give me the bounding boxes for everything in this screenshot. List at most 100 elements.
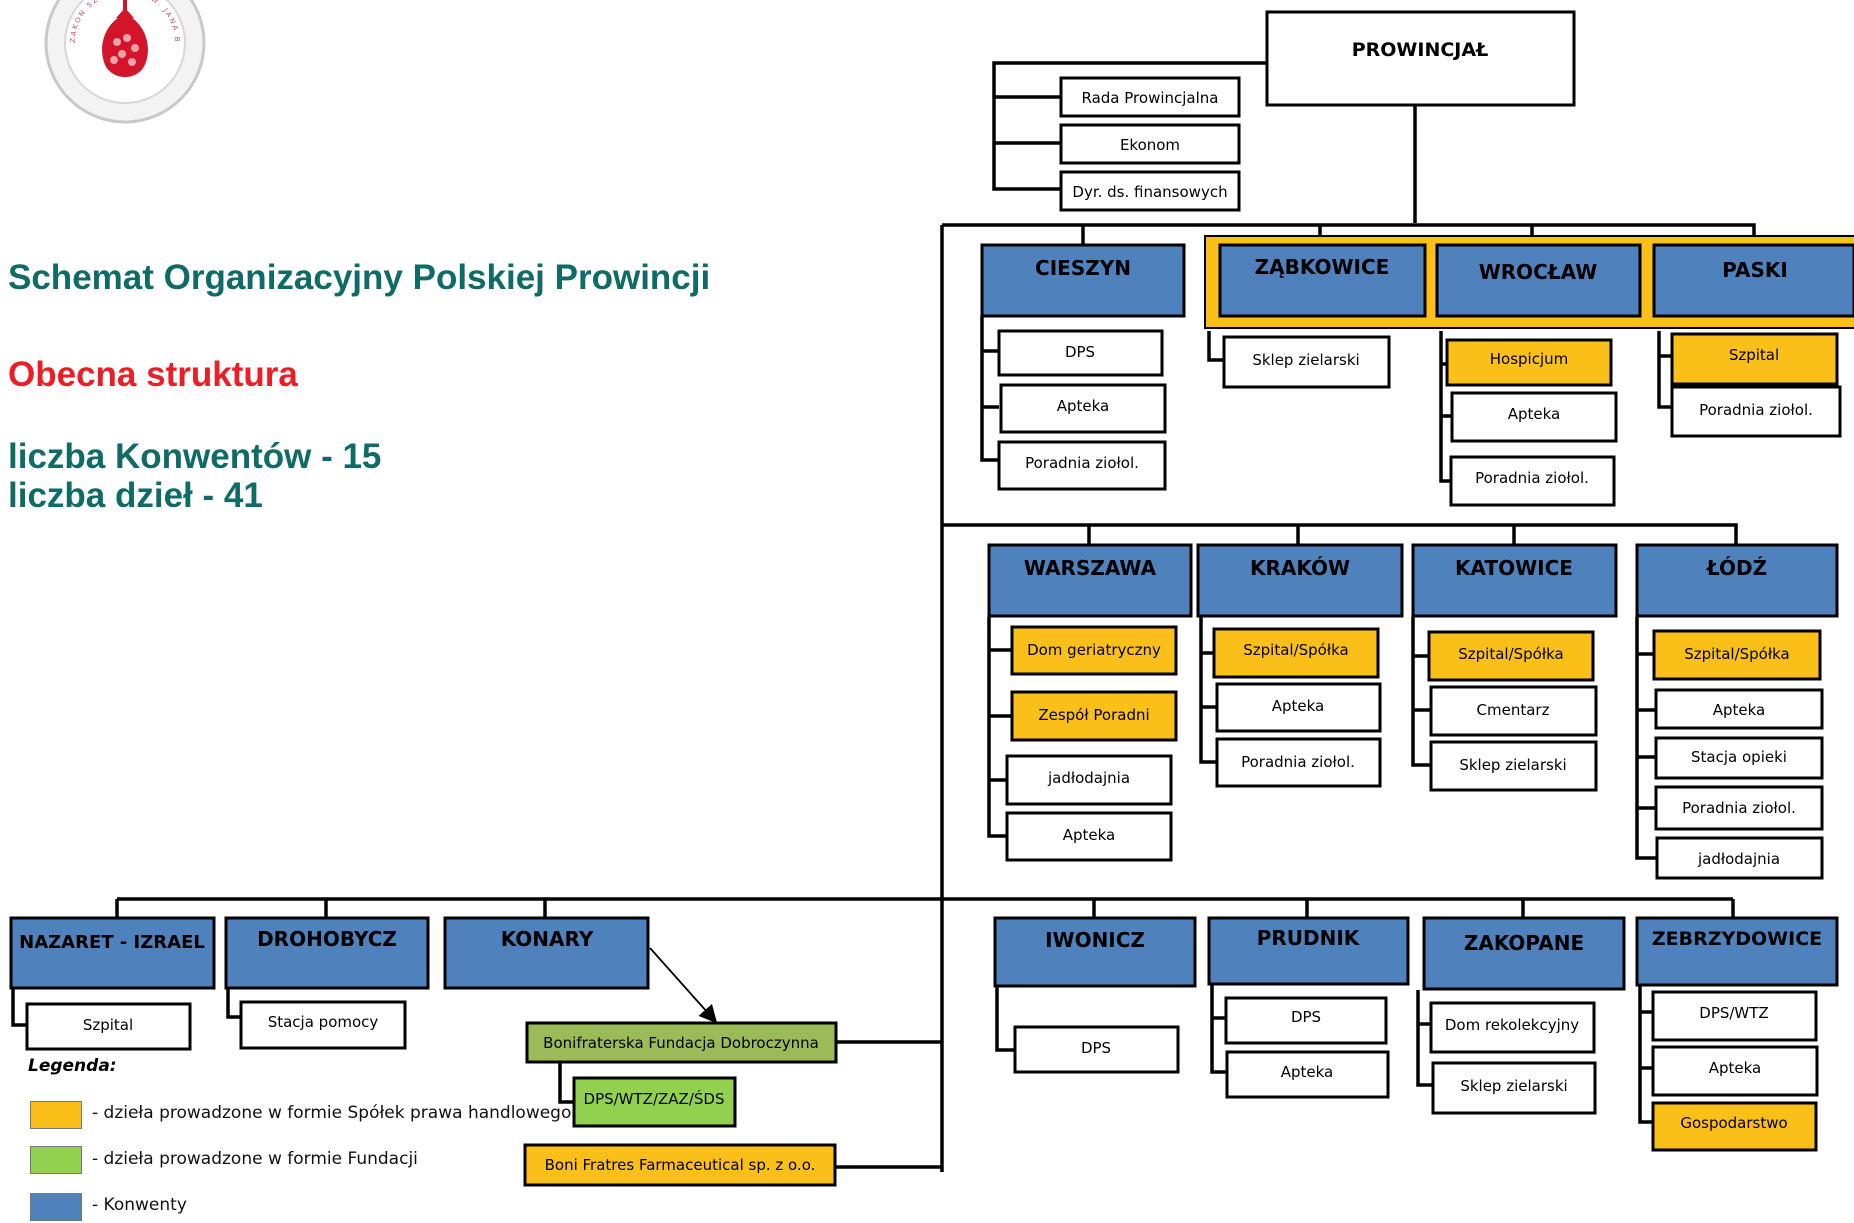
work-iwonicz-dps: DPS <box>1013 1025 1180 1074</box>
staff-rada: Rada Prowincjalna <box>1059 76 1241 118</box>
paski-label: PASKI <box>1722 258 1788 282</box>
work-zebrzydowice-gospodarstwo: Gospodarstwo <box>1651 1101 1818 1152</box>
legend-swatch-fundacja <box>30 1146 82 1174</box>
fundacja-work-label: DPS/WTZ/ZAZ/ŚDS <box>584 1089 725 1108</box>
cieszyn-label: CIESZYN <box>1035 256 1131 280</box>
boni-fratres-label: Boni Fratres Farmaceutical sp. z o.o. <box>545 1156 816 1174</box>
konwent-drohobycz: DROHOBYCZ <box>224 916 430 990</box>
work-warszawa-zespol: Zespół Poradni <box>1010 690 1178 742</box>
work-label: Sklep zielarski <box>1460 1077 1567 1095</box>
legend-text-spolka: - dzieła prowadzone w formie Spółek praw… <box>92 1103 572 1123</box>
wroclaw-label: WROCŁAW <box>1479 260 1598 284</box>
legend-swatch-spolka <box>30 1101 82 1129</box>
work-krakow-szpital: Szpital/Spółka <box>1212 627 1380 679</box>
work-label: Poradnia ziołol. <box>1241 753 1355 771</box>
zebrzydowice-label: ZEBRZYDOWICE <box>1652 928 1822 950</box>
staff-dyrektor-label: Dyr. ds. finansowych <box>1072 183 1227 201</box>
work-label: Szpital/Spółka <box>1458 645 1563 663</box>
work-label: DPS <box>1065 343 1095 361</box>
work-label: Szpital/Spółka <box>1243 641 1348 659</box>
work-zabkowice-sklep: Sklep zielarski <box>1222 335 1391 389</box>
work-cieszyn-poradnia: Poradnia ziołol. <box>997 440 1167 491</box>
order-logo: ZAKON SZPITALNY ŚW. JANA BOŻEGO <box>44 0 206 124</box>
work-drohobycz-stacja: Stacja pomocy <box>239 1000 407 1050</box>
zakopane-label: ZAKOPANE <box>1464 931 1584 955</box>
konwent-iwonicz: IWONICZ <box>993 916 1197 988</box>
konary-label: KONARY <box>501 927 594 951</box>
legend-title: Legenda: <box>28 1056 117 1076</box>
work-warszawa-jadlodajnia: jadłodajnia <box>1005 754 1173 806</box>
pomegranate-icon <box>102 8 148 77</box>
work-label: DPS/WTZ <box>1699 1004 1768 1022</box>
fundacja-label: Bonifraterska Fundacja Dobroczynna <box>543 1034 819 1052</box>
nazaret-label: NAZARET - IZRAEL <box>19 932 205 953</box>
work-label: DPS <box>1081 1039 1111 1057</box>
work-label: DPS <box>1291 1008 1321 1026</box>
work-paski-poradnia: Poradnia ziołol. <box>1670 385 1842 438</box>
konwent-warszawa: WARSZAWA <box>987 543 1193 618</box>
work-katowice-szpital: Szpital/Spółka <box>1427 630 1595 682</box>
staff-ekonom: Ekonom <box>1059 123 1241 165</box>
work-wroclaw-poradnia: Poradnia ziołol. <box>1449 455 1616 507</box>
work-label: Dom geriatryczny <box>1027 641 1161 659</box>
work-label: Dom rekolekcyjny <box>1445 1016 1579 1034</box>
drohobycz-label: DROHOBYCZ <box>257 927 397 951</box>
konwent-wroclaw: WROCŁAW <box>1435 243 1642 318</box>
boni-fratres-box: Boni Fratres Farmaceutical sp. z o.o. <box>523 1143 837 1187</box>
work-label: Gospodarstwo <box>1680 1114 1787 1132</box>
work-zakopane-sklep: Sklep zielarski <box>1431 1061 1597 1115</box>
work-lodz-stacja: Stacja opieki <box>1654 736 1824 780</box>
konwent-prudnik: PRUDNIK <box>1207 916 1410 986</box>
work-label: Cmentarz <box>1477 701 1550 719</box>
konwent-zakopane: ZAKOPANE <box>1422 916 1626 991</box>
work-label: Sklep zielarski <box>1252 351 1359 369</box>
work-lodz-jadlodajnia: jadłodajnia <box>1655 836 1824 880</box>
konwent-cieszyn: CIESZYN <box>980 243 1186 318</box>
prudnik-label: PRUDNIK <box>1257 926 1361 950</box>
konwent-lodz: ŁÓDŹ <box>1635 543 1839 618</box>
fundacja-work-box: DPS/WTZ/ZAZ/ŚDS <box>572 1076 737 1128</box>
work-label: jadłodajnia <box>1697 850 1780 868</box>
work-label: Poradnia ziołol. <box>1025 454 1139 472</box>
konwent-zebrzydowice: ZEBRZYDOWICE <box>1635 916 1839 987</box>
work-label: Sklep zielarski <box>1459 756 1566 774</box>
work-label: Apteka <box>1057 397 1110 415</box>
work-label: Stacja pomocy <box>268 1013 379 1031</box>
work-label: Szpital <box>83 1016 133 1034</box>
work-label: Zespół Poradni <box>1038 706 1149 724</box>
work-wroclaw-hospicjum: Hospicjum <box>1445 338 1613 387</box>
work-katowice-sklep: Sklep zielarski <box>1429 740 1598 792</box>
konwent-katowice: KATOWICE <box>1411 543 1618 618</box>
work-lodz-szpital: Szpital/Spółka <box>1652 629 1822 681</box>
konary-fundacja-arrow <box>649 947 718 1024</box>
work-wroclaw-apteka: Apteka <box>1450 391 1618 443</box>
konwent-zabkowice: ZĄBKOWICE <box>1218 243 1427 318</box>
konwent-paski: PASKI <box>1652 243 1854 318</box>
work-katowice-cmentarz: Cmentarz <box>1429 685 1598 737</box>
warszawa-label: WARSZAWA <box>1024 556 1157 580</box>
work-zebrzydowice-dps: DPS/WTZ <box>1651 990 1818 1042</box>
konwent-krakow: KRAKÓW <box>1196 543 1404 618</box>
work-krakow-apteka: Apteka <box>1215 682 1382 733</box>
work-lodz-apteka: Apteka <box>1654 688 1824 730</box>
work-label: Poradnia ziołol. <box>1475 469 1589 487</box>
prowincjal-label: PROWINCJAŁ <box>1352 39 1489 61</box>
work-label: Poradnia ziołol. <box>1699 401 1813 419</box>
staff-ekonom-label: Ekonom <box>1120 136 1180 154</box>
work-label: Stacja opieki <box>1691 748 1787 766</box>
iwonicz-label: IWONICZ <box>1045 928 1145 952</box>
work-label: Apteka <box>1508 405 1561 423</box>
staff-dyrektor: Dyr. ds. finansowych <box>1059 170 1241 212</box>
work-label: Szpital/Spółka <box>1684 645 1789 663</box>
cross-icon <box>123 0 127 12</box>
page-subtitle: Obecna struktura <box>8 355 298 394</box>
legend-swatch-konwent <box>30 1193 82 1221</box>
page-title: Schemat Organizacyjny Polskiej Prowincji <box>8 258 711 297</box>
work-label: Apteka <box>1713 701 1766 719</box>
work-prudnik-apteka: Apteka <box>1225 1050 1390 1099</box>
work-zebrzydowice-apteka: Apteka <box>1651 1045 1819 1097</box>
prowincjal-box: PROWINCJAŁ <box>1265 10 1576 107</box>
work-warszawa-dom: Dom geriatryczny <box>1010 625 1178 676</box>
work-cieszyn-dps: DPS <box>997 329 1164 377</box>
